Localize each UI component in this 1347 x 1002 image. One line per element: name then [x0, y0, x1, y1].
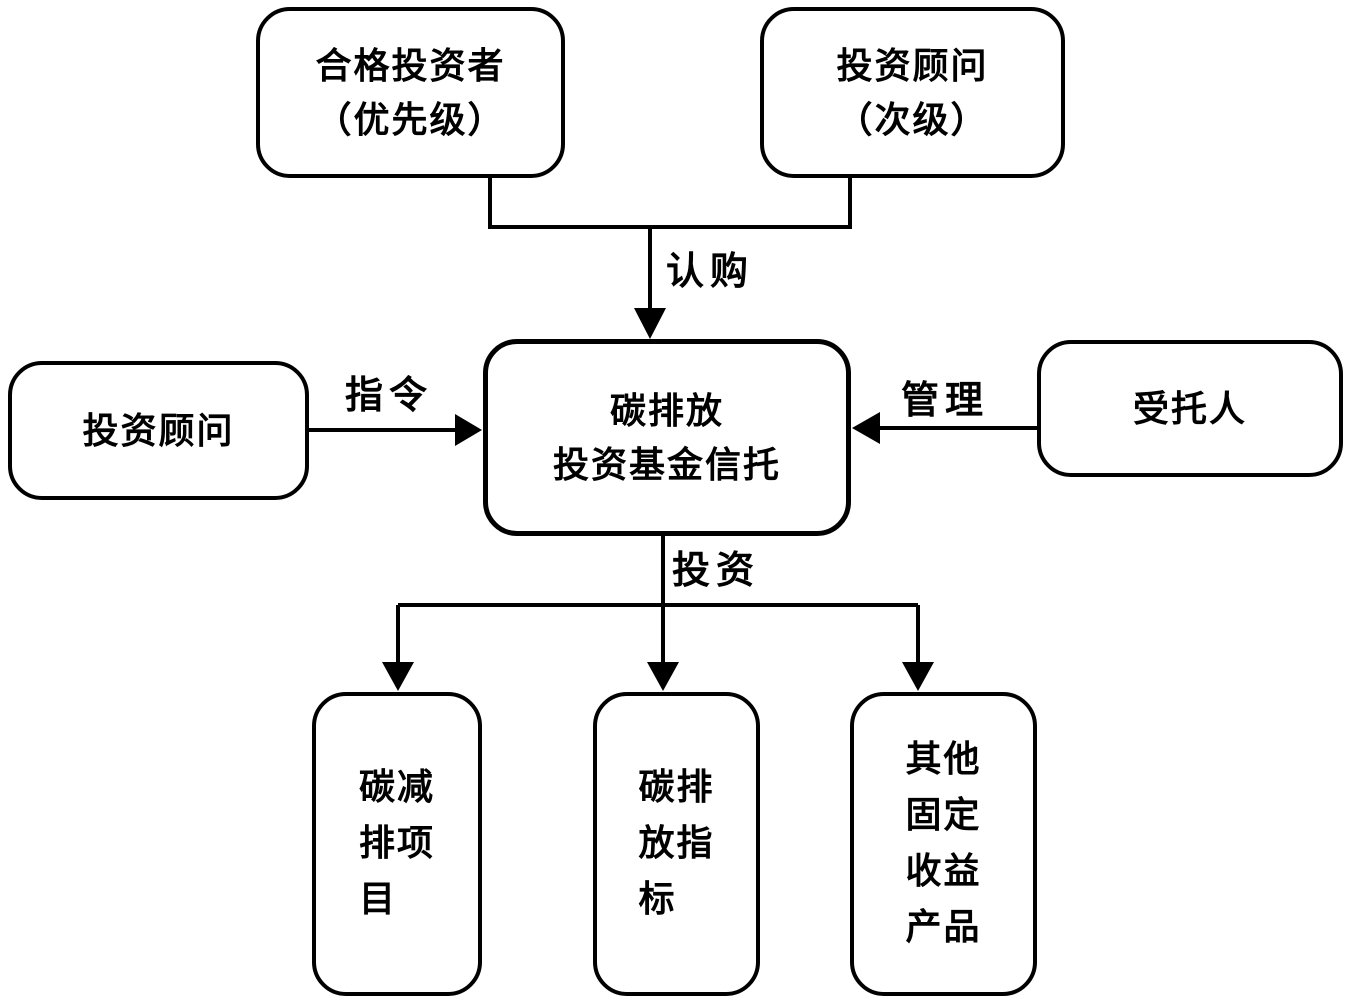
node-investment-advisor-secondary-label: 投资顾问 （次级） — [836, 45, 989, 140]
node-other-fixed-income-products-label: 其他 固定 收益 产品 — [905, 739, 982, 947]
edge-investment-arrowhead-middle — [647, 662, 679, 691]
edge-label-instruction: 指令 — [345, 375, 434, 417]
node-other-fixed-income-products: 其他 固定 收益 产品 — [850, 692, 1037, 996]
node-investment-advisor-secondary: 投资顾问 （次级） — [760, 7, 1065, 178]
edge-instruction-arrowhead — [455, 414, 482, 446]
edge-subscribe-arrowhead — [634, 308, 666, 339]
edge-subscribe-arrow — [488, 176, 852, 339]
node-carbon-reduction-project: 碳减 排项 目 — [312, 692, 482, 996]
edge-label-investment: 投资 — [672, 550, 761, 592]
node-trustee: 受托人 — [1037, 340, 1343, 477]
node-carbon-emission-quota: 碳排 放指 标 — [593, 692, 760, 996]
node-carbon-emission-quota-label: 碳排 放指 标 — [638, 767, 715, 919]
node-investment-advisor: 投资顾问 — [8, 361, 309, 500]
node-carbon-emission-fund-trust: 碳排放 投资基金信托 — [483, 339, 851, 536]
node-qualified-investor: 合格投资者 （优先级） — [256, 7, 565, 178]
edge-investment-line — [396, 534, 920, 664]
node-investment-advisor-label: 投资顾问 — [82, 410, 235, 451]
edge-investment-arrow — [382, 534, 934, 691]
edge-investment-arrowhead-right — [902, 662, 934, 691]
node-carbon-reduction-project-label: 碳减 排项 目 — [358, 767, 435, 919]
edge-management-arrow — [852, 412, 1040, 444]
edge-label-management: 管理 — [901, 380, 990, 422]
node-qualified-investor-label: 合格投资者 （优先级） — [315, 45, 506, 140]
edge-subscribe-line — [488, 176, 852, 312]
node-carbon-emission-fund-trust-label: 碳排放 投资基金信托 — [552, 390, 781, 485]
edge-management-arrowhead — [852, 412, 880, 444]
edge-instruction-arrow — [307, 414, 482, 446]
edge-investment-arrowhead-left — [382, 662, 414, 691]
edge-label-subscribe: 认购 — [666, 251, 755, 293]
node-trustee-label: 受托人 — [1132, 388, 1247, 429]
